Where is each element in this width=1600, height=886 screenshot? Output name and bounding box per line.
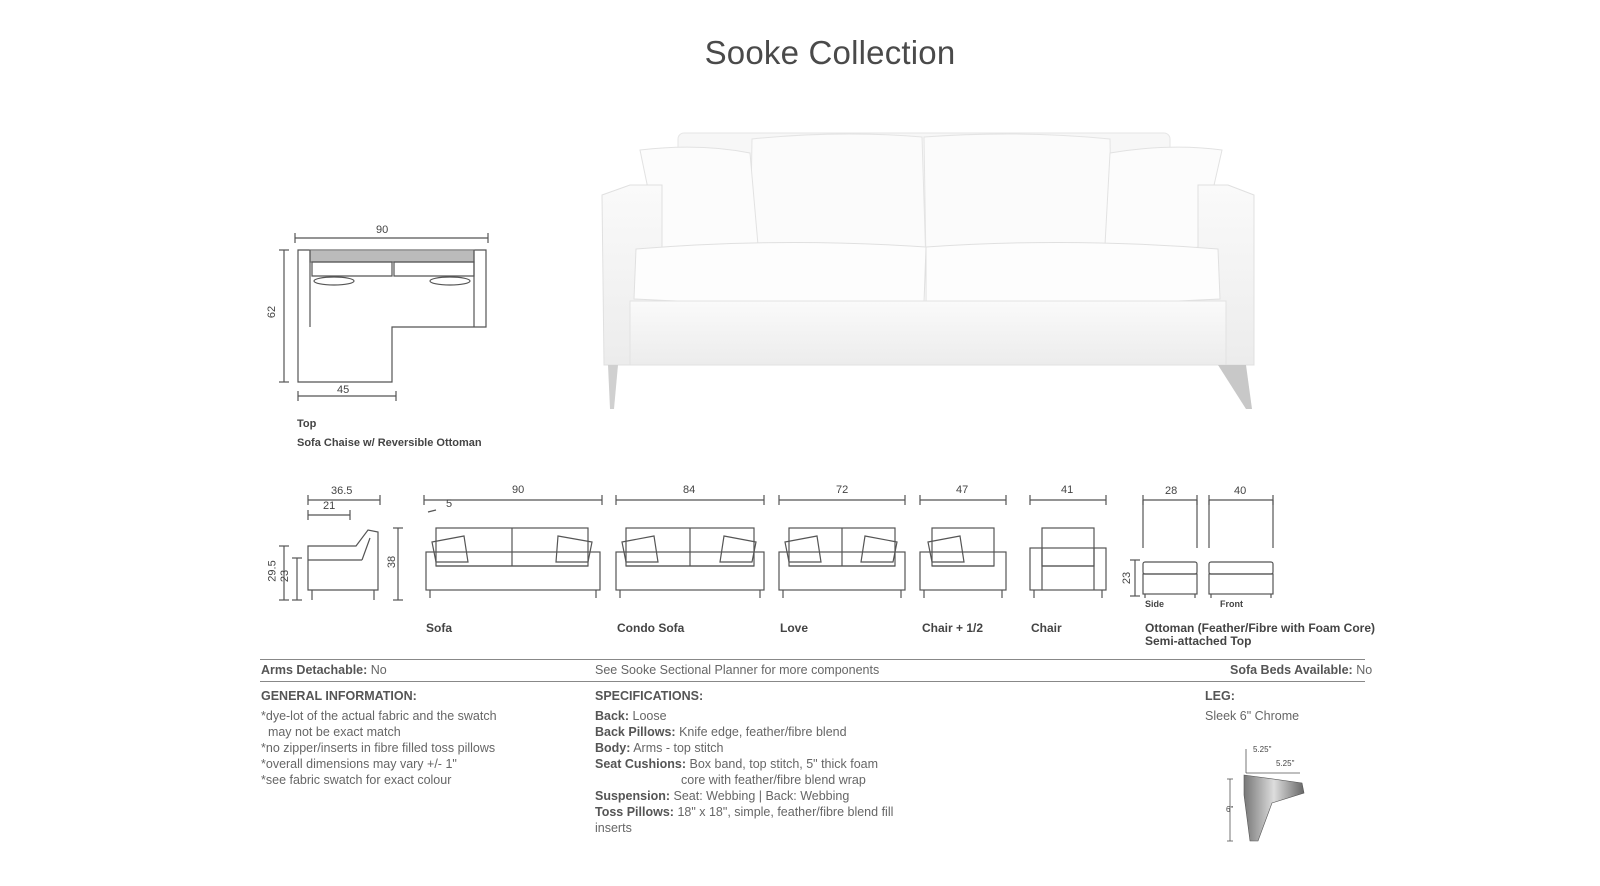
ottoman-side-width-dim: 28	[1165, 485, 1178, 497]
ottoman-sublabel: Semi-attached Top	[1145, 634, 1252, 648]
spec-seat-cushions: Seat Cushions: Box band, top stitch, 5" …	[595, 757, 879, 771]
top-view-label: Top	[297, 418, 317, 430]
chair-width-dim: 41	[1061, 484, 1074, 496]
chair-diagram	[1029, 495, 1107, 598]
chair-and-half-label: Chair + 1/2	[922, 621, 984, 635]
general-info-line: *overall dimensions may vary +/- 1"	[261, 757, 457, 771]
love-seat-diagram	[778, 495, 906, 598]
general-info-line: *dye-lot of the actual fabric and the sw…	[261, 709, 497, 723]
divider-bottom	[260, 681, 1365, 682]
general-info-line: *no zipper/inserts in fibre filled toss …	[261, 741, 496, 755]
sofa-arm-dim: 5	[446, 498, 453, 510]
sofa-chaise-label: Sofa Chaise w/ Reversible Ottoman	[297, 437, 482, 449]
love-label: Love	[780, 621, 809, 635]
spec-toss-pillows: Toss Pillows: 18" x 18", simple, feather…	[595, 805, 894, 819]
sofa-chaise-top-diagram	[279, 233, 489, 401]
leg-dim-side: 5.25"	[1276, 759, 1295, 768]
leg-diagram	[1227, 749, 1305, 842]
condo-sofa-width-dim: 84	[683, 484, 696, 496]
side-back-height-dim: 29.5	[266, 560, 279, 582]
ottoman-label: Ottoman (Feather/Fibre with Foam Core)	[1145, 621, 1376, 635]
page-title: Sooke Collection	[704, 34, 956, 71]
ottoman-front-label: Front	[1220, 599, 1243, 609]
general-info-heading: GENERAL INFORMATION:	[261, 689, 417, 703]
top-width-dim: 90	[376, 224, 389, 236]
spec-seat-cushions-cont: core with feather/fibre blend wrap	[681, 773, 866, 787]
side-view-diagram	[279, 495, 403, 601]
chaise-width-dim: 45	[337, 384, 350, 396]
ottoman-side-label: Side	[1145, 599, 1165, 609]
chair-and-half-width-dim: 47	[956, 484, 969, 496]
chair-and-half-diagram	[919, 495, 1007, 598]
arms-detachable: Arms Detachable: No	[261, 663, 387, 677]
side-height-dim: 38	[386, 555, 399, 569]
condo-sofa-diagram	[615, 495, 765, 598]
leg-dim-top: 5.25"	[1253, 745, 1272, 754]
condo-sofa-label: Condo Sofa	[617, 621, 685, 635]
sofa-front-diagram	[423, 495, 603, 598]
side-seat-depth-dim: 21	[323, 500, 336, 512]
ottoman-diagram	[1130, 495, 1274, 598]
side-depth-dim: 36.5	[331, 485, 353, 497]
spec-back: Back: Loose	[595, 709, 667, 723]
general-info-line: *see fabric swatch for exact colour	[261, 773, 452, 787]
love-width-dim: 72	[836, 484, 849, 496]
sofa-width-dim: 90	[512, 484, 525, 496]
sofa-beds-available: Sofa Beds Available: No	[1230, 663, 1373, 677]
sofa-photo	[601, 132, 1255, 409]
general-info-list: *dye-lot of the actual fabric and the sw…	[261, 708, 497, 788]
spec-body: Body: Arms - top stitch	[595, 741, 724, 755]
ottoman-front-width-dim: 40	[1234, 485, 1247, 497]
sectional-planner-note: See Sooke Sectional Planner for more com…	[595, 663, 880, 677]
sofa-label: Sofa	[426, 621, 453, 635]
ottoman-height-dim: 23	[1121, 571, 1134, 585]
top-depth-dim: 62	[266, 305, 279, 319]
spec-toss-pillows-cont: inserts	[595, 821, 632, 835]
specs-heading: SPECIFICATIONS:	[595, 689, 704, 703]
divider-top	[260, 659, 1365, 660]
specs-list: Back: Loose Back Pillows: Knife edge, fe…	[595, 708, 893, 836]
leg-value: Sleek 6" Chrome	[1205, 709, 1300, 723]
spec-back-pillows: Back Pillows: Knife edge, feather/fibre …	[595, 725, 847, 739]
leg-dim-height: 6"	[1226, 805, 1234, 814]
chair-label: Chair	[1031, 621, 1062, 635]
side-seat-height-dim: 23	[279, 569, 292, 583]
spec-suspension: Suspension: Seat: Webbing | Back: Webbin…	[595, 789, 850, 803]
general-info-line: may not be exact match	[261, 725, 401, 739]
leg-heading: LEG:	[1205, 689, 1235, 703]
